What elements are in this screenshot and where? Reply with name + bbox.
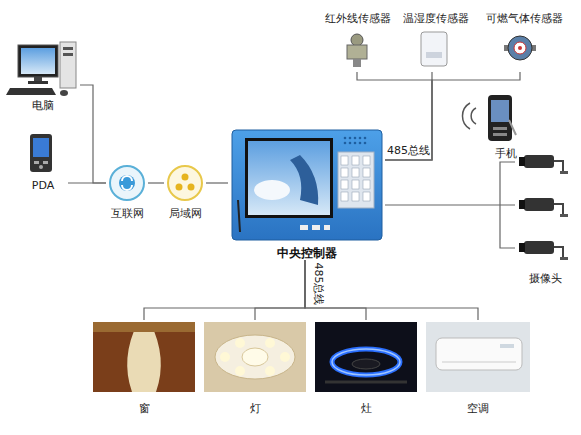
bus-wire — [385, 72, 520, 160]
internet-icon — [110, 166, 144, 200]
wireless-symbol — [462, 103, 476, 129]
computer-icon — [6, 42, 76, 96]
node-label: 中央控制器 — [276, 247, 338, 260]
bus-wire — [206, 182, 228, 183]
node-label: 灯 — [249, 402, 262, 415]
appliance-node: 灶 — [315, 320, 417, 415]
appliance-node: 灯 — [204, 320, 306, 415]
gas-sensor-icon — [504, 36, 536, 60]
bus-wire — [305, 260, 366, 320]
node-label: 红外线传感器 — [324, 12, 392, 25]
node-label: 空调 — [466, 402, 490, 415]
bus-label: 485总线 — [386, 144, 431, 157]
air-conditioner-photo — [426, 322, 530, 392]
node-label: 温湿度传感器 — [402, 12, 470, 25]
node-label: 窗 — [138, 402, 151, 415]
node-label: 电脑 — [31, 99, 55, 112]
bus-wire — [255, 260, 305, 320]
node-label: 可燃气体传感器 — [485, 12, 564, 25]
camera-node: 摄像头 — [515, 145, 575, 285]
bus-wire — [68, 182, 106, 183]
node-label: 手机 — [494, 147, 518, 160]
humidity-sensor-icon — [421, 32, 447, 66]
bus-wire — [385, 72, 432, 160]
bus-wire — [385, 204, 515, 205]
infrared-sensor-icon — [347, 34, 367, 67]
sensor-node: 温湿度传感器 — [400, 12, 472, 72]
computer-node: 电脑 — [5, 40, 80, 112]
sensor-node: 红外线传感器 — [318, 12, 398, 72]
internet-node: 互联网 — [106, 163, 148, 220]
lamp-photo — [204, 322, 306, 392]
bus-wire — [357, 72, 432, 160]
controller-node: 中央控制器 — [228, 128, 385, 260]
appliance-node: 空调 — [426, 320, 530, 415]
node-label: PDA — [31, 179, 55, 192]
phone-icon — [488, 95, 516, 141]
controller-device — [232, 130, 382, 240]
appliance-node: 窗 — [93, 320, 195, 415]
stove-photo — [315, 322, 417, 392]
lan-node: 局域网 — [164, 163, 206, 220]
bus-wire — [80, 85, 106, 183]
phone-node: 手机 — [480, 92, 532, 160]
camera-icon — [519, 155, 568, 260]
lan-icon — [168, 166, 202, 200]
node-label: 局域网 — [168, 207, 203, 220]
bus-wire — [305, 260, 478, 320]
bus-label: 485总线 — [312, 262, 325, 307]
curtain-photo — [93, 322, 195, 392]
node-label: 灶 — [360, 402, 373, 415]
bus-wire — [144, 260, 305, 320]
node-label: 摄像头 — [528, 272, 563, 285]
bus-wire — [148, 182, 164, 183]
node-label: 互联网 — [110, 207, 145, 220]
sensor-node: 可燃气体传感器 — [476, 12, 572, 72]
pda-icon — [30, 134, 52, 172]
pda-node: PDA — [18, 128, 68, 192]
